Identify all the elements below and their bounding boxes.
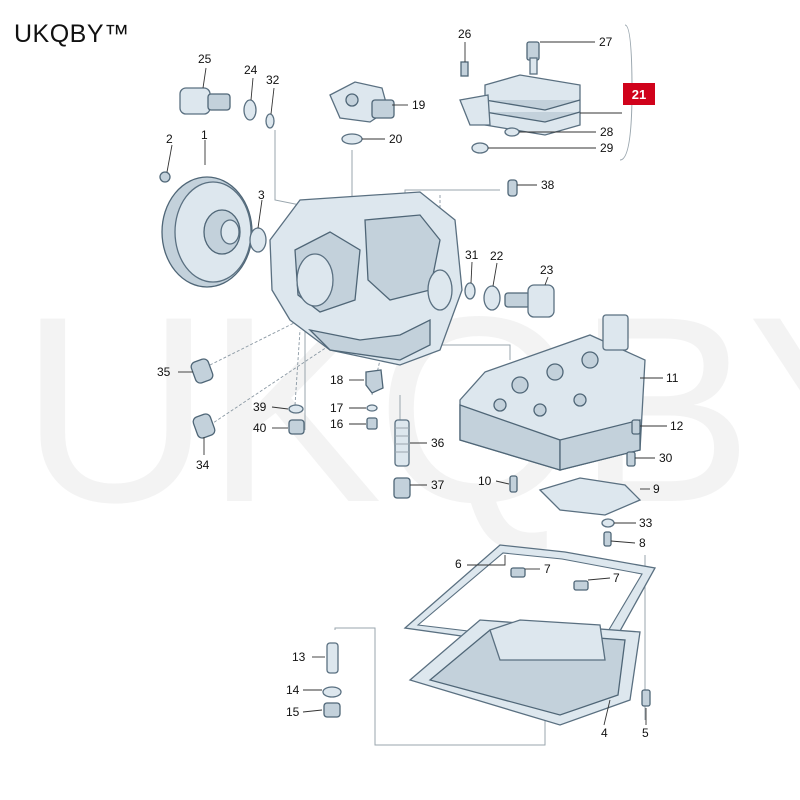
oil-filter: [538, 477, 642, 516]
label-38: 38: [541, 178, 555, 192]
magnet: [510, 567, 526, 578]
label-17: 17: [330, 401, 344, 415]
label-33: 33: [639, 516, 653, 530]
o-ring: [288, 404, 304, 414]
oil-cooler: [459, 41, 581, 154]
label-6: 6: [455, 557, 462, 571]
leader-lines: [166, 41, 667, 726]
o-ring-small: [366, 404, 378, 412]
label-2: 2: [166, 132, 173, 146]
label-26: 26: [458, 27, 472, 41]
bolt: [626, 451, 636, 467]
label-39: 39: [253, 400, 267, 414]
label-11: 11: [666, 371, 679, 385]
label-22: 22: [490, 249, 504, 263]
label-10: 10: [478, 474, 492, 488]
label-18: 18: [330, 373, 344, 387]
label-1: 1: [201, 128, 208, 142]
bracket: [365, 369, 384, 394]
label-27: 27: [599, 35, 613, 49]
highlight-badge: [623, 83, 655, 105]
drain-tube: [322, 642, 342, 718]
label-8a: 8: [639, 536, 646, 550]
label-14: 14: [286, 683, 300, 697]
label-7a: 7: [544, 562, 551, 576]
brand-logo: UKQBY™: [14, 20, 130, 48]
bolt: [509, 475, 518, 493]
bolt: [159, 171, 171, 183]
label-4: 4: [601, 726, 608, 740]
o-ring: [243, 99, 257, 121]
sensor-plug: [190, 358, 214, 384]
label-24: 24: [244, 63, 258, 77]
label-23: 23: [540, 263, 554, 277]
bolt: [603, 531, 612, 547]
label-9: 9: [653, 482, 660, 496]
label-13: 13: [292, 650, 306, 664]
label-36: 36: [431, 436, 445, 450]
seal-ring: [249, 227, 267, 253]
o-ring-small: [601, 518, 615, 528]
bolt: [641, 689, 651, 707]
oil-pan: [408, 619, 641, 726]
o-ring: [341, 133, 363, 145]
torque-converter: [161, 176, 253, 288]
transmission-housing: [269, 191, 463, 366]
label-5: 5: [642, 726, 649, 740]
label-20: 20: [389, 132, 403, 146]
label-19: 19: [412, 98, 426, 112]
label-35: 35: [157, 365, 171, 379]
label-31: 31: [465, 248, 479, 262]
seal-ring: [483, 285, 501, 311]
spring: [394, 419, 410, 467]
shaft-flange: [504, 284, 555, 318]
drive-shaft: [179, 87, 231, 115]
label-28: 28: [600, 125, 614, 139]
valve-body: [459, 314, 646, 471]
label-29: 29: [600, 141, 614, 155]
bolt: [366, 417, 378, 430]
plug: [507, 179, 518, 197]
label-32: 32: [266, 73, 280, 87]
sensor-module: [329, 81, 395, 123]
label-16: 16: [330, 417, 344, 431]
label-30: 30: [659, 451, 673, 465]
bolt: [631, 419, 641, 435]
label-12: 12: [670, 419, 684, 433]
piston: [393, 477, 411, 499]
callout-labels: 1 2 3 4 5 6 7 7 8 9 10 11 12 13 14 15 16…: [157, 27, 684, 740]
label-37: 37: [431, 478, 445, 492]
label-34: 34: [196, 458, 210, 472]
label-40: 40: [253, 421, 267, 435]
sensor-plug: [192, 413, 216, 439]
magnet: [573, 580, 589, 591]
label-15: 15: [286, 705, 300, 719]
seal-ring: [464, 282, 476, 300]
label-25: 25: [198, 52, 212, 66]
o-ring-small: [265, 113, 275, 129]
label-3: 3: [258, 188, 265, 202]
nut: [288, 419, 305, 435]
label-21: 21: [632, 87, 646, 102]
label-7b: 7: [613, 571, 620, 585]
